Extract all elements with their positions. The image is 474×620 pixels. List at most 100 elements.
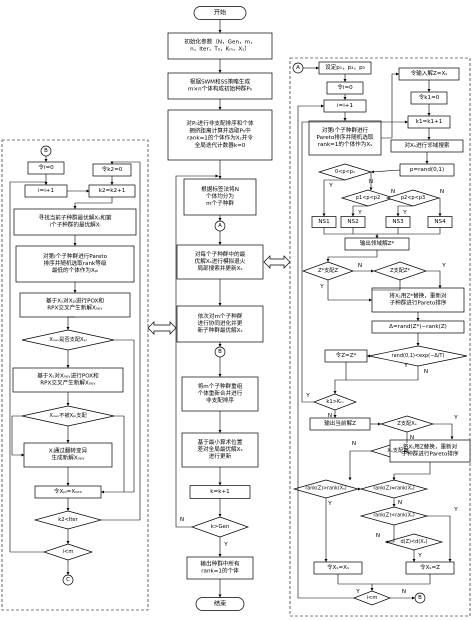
right-arrow-17 — [323, 227, 379, 239]
right-d1-no-label: N — [369, 179, 373, 185]
left-dashed-frame — [1, 139, 149, 611]
left-pox1-line-1: 基于Xₛ对Xₚₗ进行POX和 — [46, 296, 104, 304]
right-arrow-24 — [426, 270, 442, 289]
main-end-terminal — [195, 597, 245, 611]
main-gen-pop-line-1: 根据SWM和SS策略生成 — [190, 77, 251, 85]
right-d2: p1<p<p2 — [356, 195, 380, 201]
left-dom1-yes — [101, 339, 135, 494]
right-connector-a: A — [296, 65, 300, 71]
right-rank1-yes-label: Y — [327, 501, 332, 507]
right-arrow-13 — [351, 205, 368, 217]
right-rank-cmp1: rank(Z)>rank(Xₛ) — [305, 486, 346, 492]
main-split-pop-line-1: 根据标签法将N — [201, 185, 239, 193]
right-replace2-line-2: 子种群进行Pareto排序 — [402, 450, 459, 458]
right-neigh: 对Xₛ进行邻域搜索 — [404, 141, 449, 149]
right-d2-yes-label: Y — [357, 210, 362, 216]
right-replace2-line-1: 将Xₛ用Z替换，重新对 — [403, 442, 458, 450]
right-arrow-15 — [396, 205, 413, 217]
main-divide-line-3: rank=1的个体作为Xₛ并令 — [187, 134, 253, 142]
left-k2-check: k2<Iter — [58, 517, 78, 523]
left-connector-c-connector — [62, 574, 74, 586]
right-zdom2-yes-label: Y — [441, 263, 446, 269]
right-p-rand: p=rand(0,1) — [410, 167, 444, 173]
right-hidden-2: N — [404, 449, 408, 455]
right-k1-yes-label: Y — [305, 393, 310, 399]
right-arrow-16 — [438, 197, 442, 217]
right-replace-line-2: 子种群进行Pareto排序 — [390, 299, 447, 307]
main-coevolve-line-3: 新子种群最优解Xₛ — [197, 326, 242, 334]
left-i-loop — [9, 181, 48, 553]
left-k2-loop — [101, 161, 141, 521]
right-i0: 令i=0 — [337, 83, 353, 91]
right-arrow-45 — [392, 462, 431, 481]
right-arrow-20 — [377, 227, 441, 235]
main-split-pop-line-2: 个体均分为 — [206, 192, 234, 200]
left-k2-inc: k2=k2+1 — [99, 188, 126, 194]
left-find-line-2: i个子种群的最优解Xᵢ — [49, 221, 100, 229]
left-arrow-8 — [66, 316, 75, 330]
right-i-check-decision — [353, 590, 391, 606]
right-connector-b-connector — [414, 592, 426, 604]
right-ns2: NS2 — [347, 219, 358, 225]
left-coevolve-link-arrow — [147, 321, 177, 335]
right-z-assign: 令Z=Z* — [336, 351, 357, 359]
left-dom2: Xₙₑᵥ不被Xₚₗ支配 — [49, 411, 87, 419]
right-pick-box — [308, 120, 382, 156]
main-k-check: k>Gen — [211, 524, 230, 530]
right-i-loop — [297, 104, 354, 599]
right-k1-loop — [301, 120, 408, 403]
main-split-pop-line-3: m个子种群 — [206, 199, 234, 207]
main-select-box — [181, 432, 259, 468]
main-gen-pop-box — [167, 72, 273, 100]
right-k1-no-label: N — [328, 413, 332, 419]
right-i-inc: i=i+1 — [337, 103, 353, 109]
main-merge-box — [181, 376, 259, 412]
right-z-dom-x: Z支配Xₛ — [397, 419, 416, 427]
right-ns1: NS1 — [318, 219, 330, 225]
right-d-no-label: N — [376, 533, 380, 539]
right-i-check: i<m — [367, 595, 378, 601]
main-merge-line-1: 将m个子种群重组 — [198, 382, 243, 390]
right-arrow-30 — [346, 366, 419, 381]
right-ns3: NS3 — [392, 219, 404, 225]
right-arrow-39 — [385, 525, 395, 544]
right-arrow-11 — [322, 179, 345, 217]
right-x-dom-z: Xₛ支配Z — [387, 446, 407, 454]
left-k2-0: 令k2=0 — [102, 165, 123, 173]
right-out-z: 输出当前解Z — [324, 419, 356, 427]
right-out-neigh: 输出领域解Z* — [360, 239, 395, 247]
main-init-line-1: 初始化参数（N，Gen，m， — [184, 37, 255, 45]
main-select-line-1: 基于最小算术位置 — [198, 438, 243, 446]
right-d3-no-label: N — [440, 189, 444, 195]
main-divide-line-1: 对P₀进行非支配排序和个体 — [186, 119, 254, 127]
main-select-line-2: 差对全局最优解Xₛ — [197, 445, 242, 453]
main-no-label: N — [180, 517, 184, 523]
right-pick-line-3: rank=1的个体作为Xₛ — [318, 140, 373, 148]
main-divide-line-4: 全局迭代计数器k=0 — [195, 141, 246, 149]
right-pick-line-2: Pareto排序并随机选取 — [317, 133, 374, 141]
left-dom2-yes — [114, 415, 125, 492]
main-vns-apply-box — [176, 244, 264, 280]
right-rank3-yes-label: Y — [453, 507, 458, 513]
right-zdom-yes-label: Y — [319, 284, 324, 290]
main-yes-label: Y — [223, 542, 228, 548]
left-arrow-5 — [73, 197, 113, 209]
right-i-yes-label: Y — [355, 589, 360, 595]
main-k-inc: k=k+1 — [210, 489, 230, 495]
right-rand-check: rand(0,1)<exp(−Δ/T) — [392, 353, 445, 359]
right-set-z: 令Xₛ=Z — [420, 563, 440, 571]
right-ns4: NS4 — [434, 219, 446, 225]
left-pareto-line-3: 最低的个体作为Xₚₗ — [52, 266, 98, 274]
right-k1-0: 令k1=0 — [419, 93, 440, 101]
left-i-check: i<m — [63, 549, 74, 555]
right-arrow-21 — [326, 250, 378, 262]
right-i-no-label: N — [402, 589, 406, 595]
right-arrow-29 — [333, 362, 347, 394]
right-d1-yes-label: Y — [328, 183, 333, 189]
left-pox2-line-2: RPX交叉产生新解Xₙₑᵥ — [40, 379, 95, 387]
right-input: 令输入解Z=Xₛ — [411, 69, 448, 77]
right-rand-no-label: N — [424, 369, 428, 375]
right-arrow-10 — [371, 169, 401, 174]
right-xdomz-no-label: N — [352, 441, 356, 447]
